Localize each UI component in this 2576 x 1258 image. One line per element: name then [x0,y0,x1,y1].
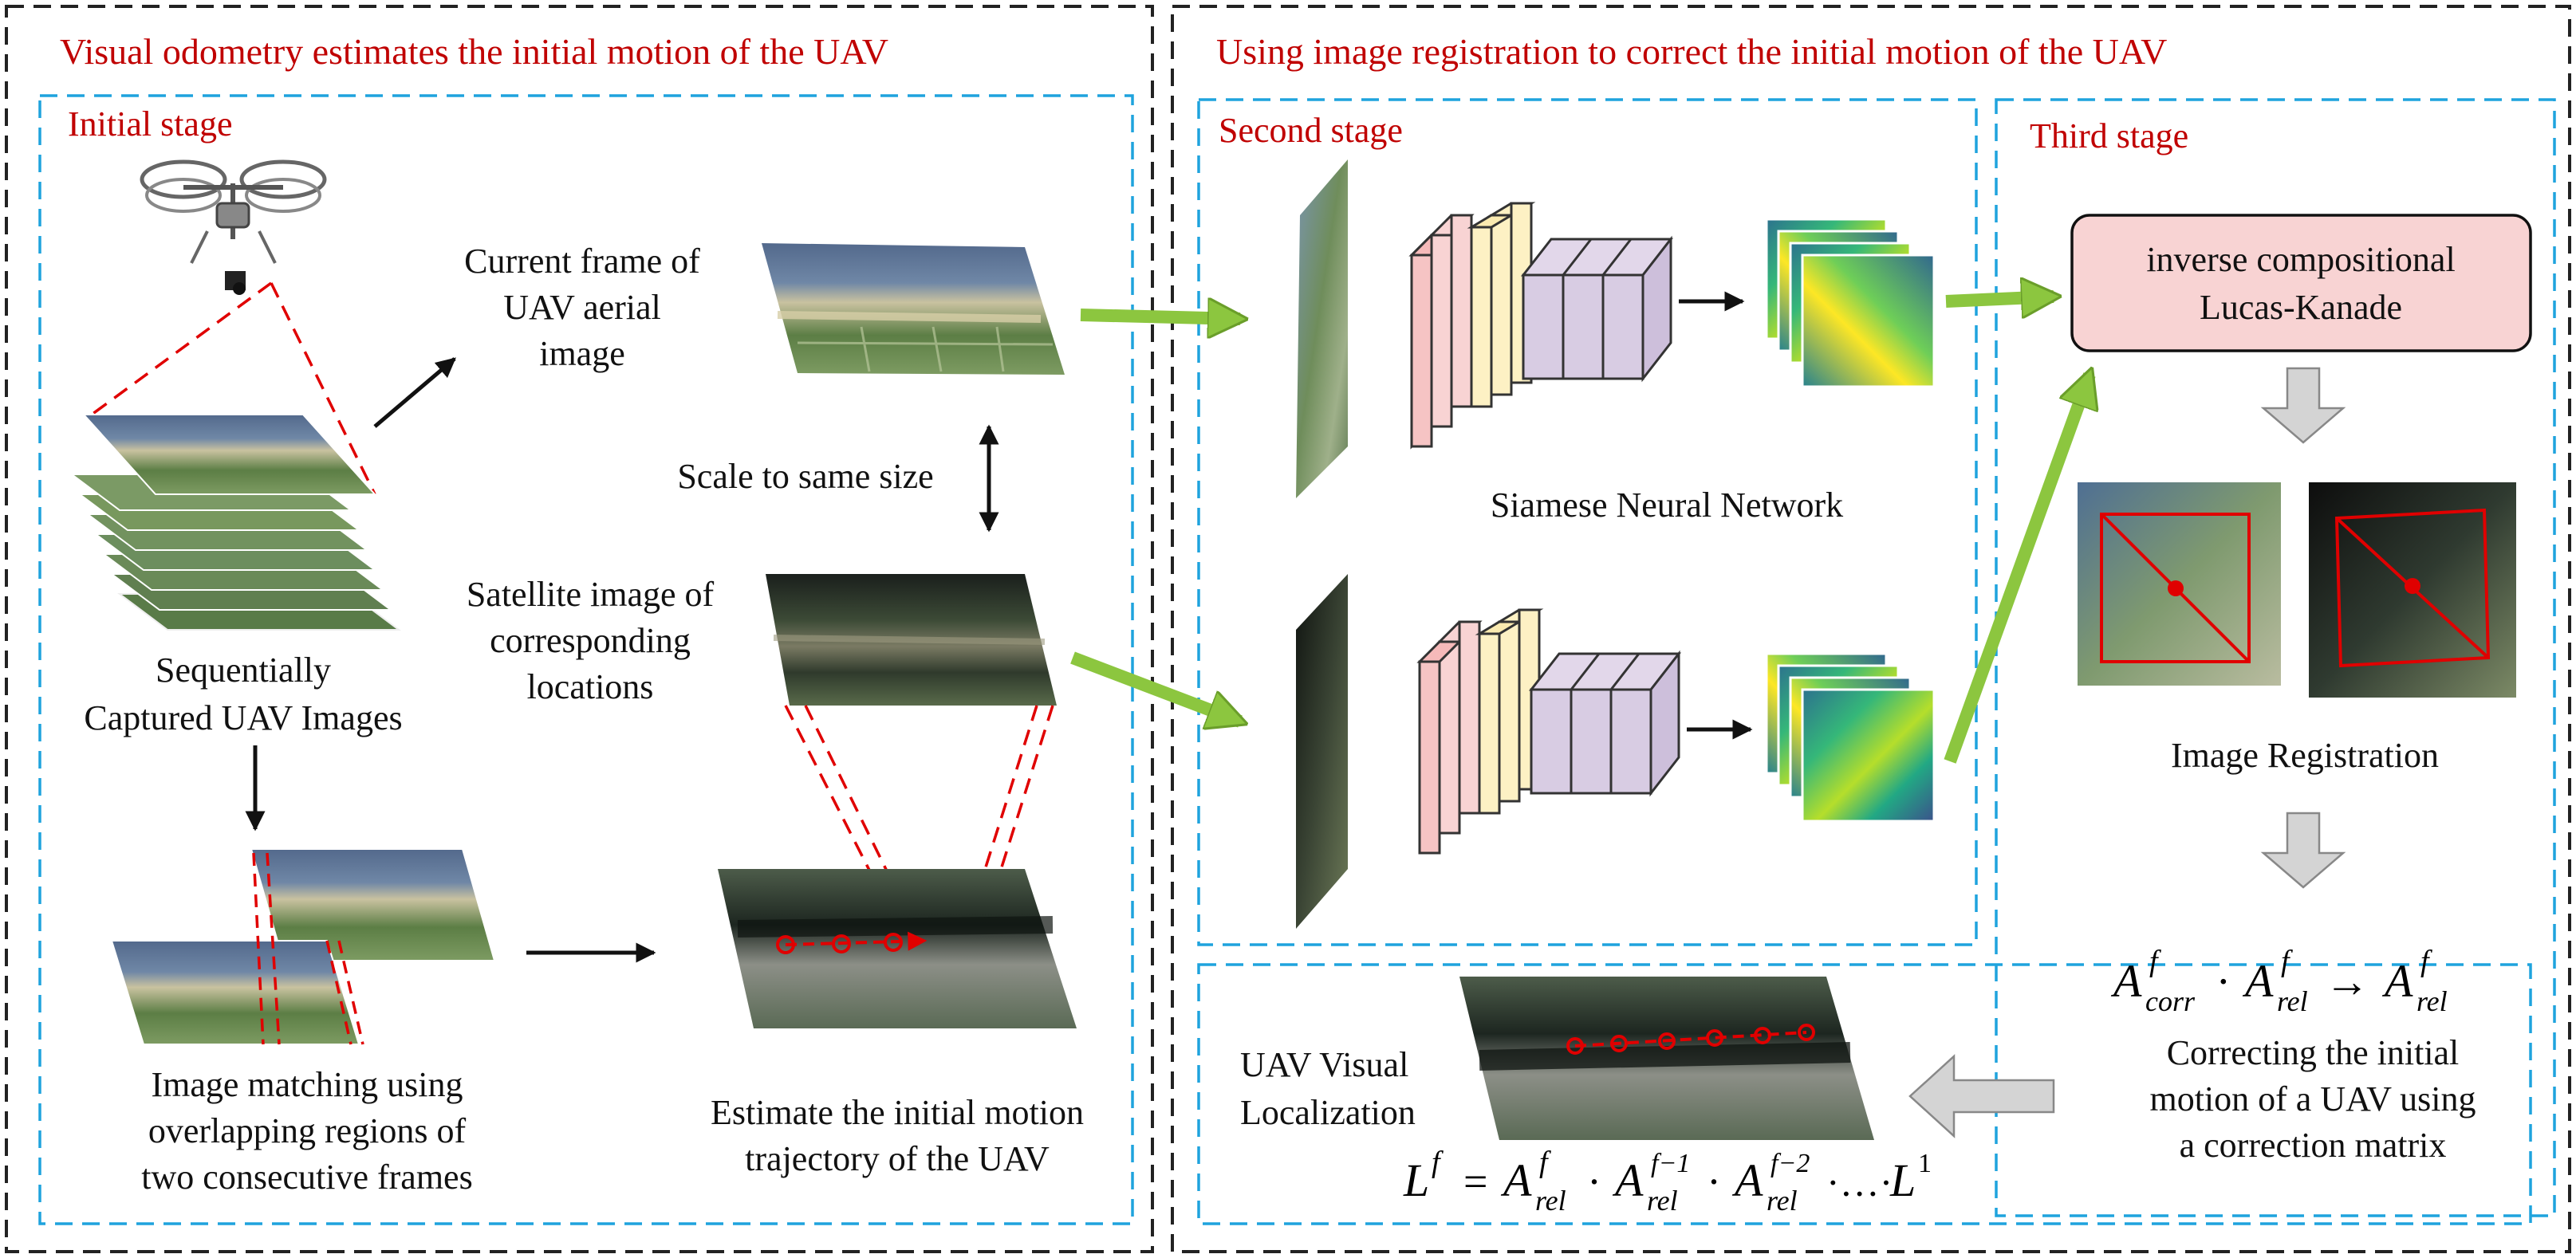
localization-frame [1197,963,2532,1225]
satellite-label-1: Satellite image of [467,575,715,614]
matching-label-2: overlapping regions of [148,1111,467,1150]
current-frame-label-1: Current frame of [464,242,700,281]
gray-arrow-left [1908,1054,2055,1138]
third-stage-frame [1995,98,2556,1217]
gray-arrow-down-1 [2260,367,2346,444]
svg-text:f: f [2149,945,2161,978]
green-arrow-features-upper [1945,297,2054,301]
projection-line-3 [963,705,1038,934]
arrow-to-current-frame [373,357,456,428]
feature-maps-lower [1765,652,1936,823]
registration-label: Image Registration [2171,736,2439,775]
trajectory-path [776,931,928,954]
estimate-label-2: trajectory of the UAV [745,1139,1050,1178]
satellite-label-3: locations [527,667,654,706]
svg-text:A: A [2381,955,2413,1007]
svg-text:A: A [1731,1154,1763,1206]
green-arrow-satellite [1070,651,1240,721]
overlapping-frames [110,848,496,1045]
ic-lk-label-1: inverse compositional [2146,240,2455,279]
sequential-label-2: Captured UAV Images [84,698,402,737]
right-panel-frame [1171,5,2571,1253]
localization-label-2: Localization [1240,1093,1416,1132]
svg-text:A: A [2242,955,2274,1007]
projection-line-4 [979,705,1054,934]
svg-text:A: A [1500,1154,1532,1206]
matching-label-3: two consecutive frames [141,1158,472,1197]
left-header: Visual odometry estimates the initial mo… [60,31,888,72]
svg-text:rel: rel [2416,985,2448,1017]
svg-text:f: f [2420,945,2432,978]
second-stage-label: Second stage [1219,111,1403,150]
correcting-label-3: a correction matrix [2180,1126,2447,1165]
satellite-input-image [1296,574,1348,929]
svg-text:·: · [2217,957,2228,1007]
svg-text:f−1: f−1 [1651,1149,1690,1178]
estimate-label-1: Estimate the initial motion [711,1093,1084,1132]
localization-label-1: UAV Visual [1240,1045,1408,1084]
svg-text:A: A [1612,1154,1644,1206]
svg-text:corr: corr [2145,985,2196,1017]
svg-text:A: A [2110,955,2142,1007]
matching-label-1: Image matching using [151,1065,463,1104]
initial-stage-frame [38,94,1134,1225]
svg-text:·…·: ·…· [1826,1160,1893,1205]
green-arrow-uav [1080,315,1240,319]
svg-text:f: f [2281,945,2293,978]
fov-line-left [90,281,273,416]
cnn-branch-lower [1416,608,1682,855]
registration-image-satellite [2309,482,2516,698]
drone-icon [140,159,327,295]
current-frame-label-2: UAV aerial [503,288,661,327]
svg-text:f−2: f−2 [1771,1149,1810,1178]
green-arrow-features-lower [1944,375,2090,764]
svg-text:rel: rel [1535,1185,1566,1217]
sequential-label: Sequentially [156,651,331,690]
cnn-branch-upper [1408,202,1674,450]
initial-stage-label: Initial stage [68,104,233,143]
third-stage-label: Third stage [2030,116,2188,155]
svg-text:L: L [1889,1154,1916,1206]
svg-text:rel: rel [2277,985,2308,1017]
current-frame-label-3: image [539,334,625,373]
current-frame-image [762,243,1065,375]
localization-formula: L f = A f rel · A f−1 rel · A f−2 rel ·…… [1403,1146,1932,1217]
svg-text:f: f [1539,1146,1551,1179]
left-panel-frame [5,5,1154,1253]
correcting-label-2: motion of a UAV using [2149,1079,2476,1118]
ic-lk-box [2070,214,2532,352]
fov-line-right [270,282,376,495]
ic-lk-label-2: Lucas-Kanade [2200,288,2402,327]
svg-text:·: · [1587,1158,1601,1205]
localization-path [1566,1024,1815,1055]
correcting-label-1: Correcting the initial [2167,1033,2460,1072]
svg-text:=: = [1463,1158,1487,1205]
correction-formula: A f corr · A f rel → A f rel [2110,945,2448,1017]
satellite-label-2: corresponding [490,621,691,660]
scale-label: Scale to same size [677,457,933,496]
sequential-image-stack [69,414,401,631]
svg-text:L: L [1403,1154,1429,1206]
svg-text:rel: rel [1647,1185,1678,1217]
feature-maps-upper [1765,218,1936,388]
right-header: Using image registration to correct the … [1216,31,2167,72]
svg-text:→: → [2325,957,2369,1007]
svg-text:f: f [1432,1146,1444,1179]
svg-text:·: · [1707,1158,1721,1205]
svg-text:1: 1 [1918,1149,1932,1178]
second-stage-frame [1197,98,1978,946]
siamese-label: Siamese Neural Network [1491,486,1843,525]
uav-input-image [1296,159,1348,498]
registration-image-uav [2078,482,2281,686]
svg-text:rel: rel [1767,1185,1798,1217]
gray-arrow-down-2 [2260,812,2346,889]
